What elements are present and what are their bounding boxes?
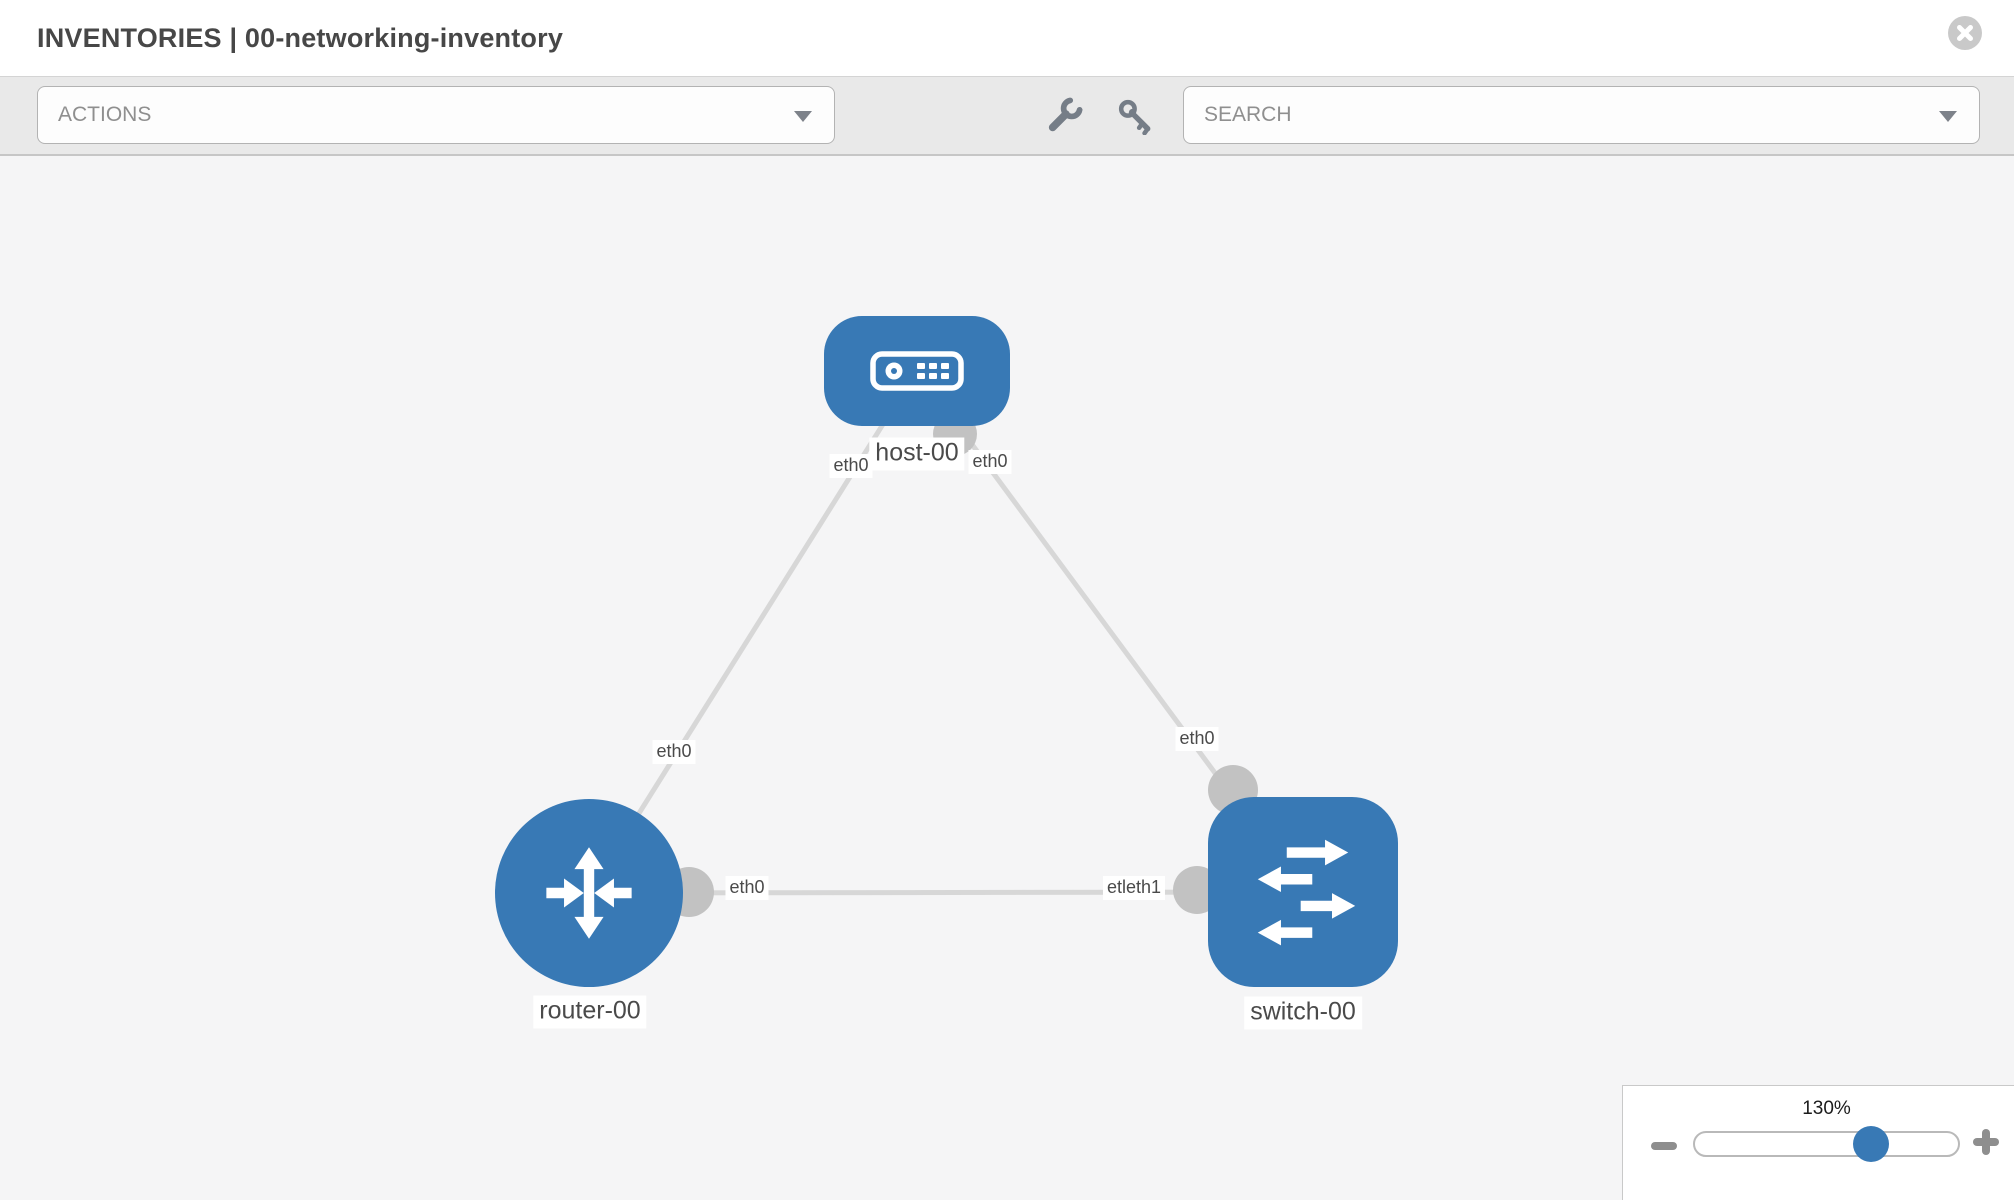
zoom-in-button[interactable] bbox=[1973, 1129, 1999, 1160]
chevron-down-icon bbox=[1939, 111, 1957, 122]
toolbar: ACTIONS SEARCH bbox=[0, 76, 2014, 156]
node-router-00[interactable] bbox=[495, 799, 683, 987]
router-icon bbox=[546, 847, 632, 939]
topology-links-layer bbox=[586, 368, 1306, 917]
minus-icon bbox=[1651, 1142, 1677, 1150]
page-title: INVENTORIES | 00-networking-inventory bbox=[37, 23, 564, 53]
node-host-00[interactable] bbox=[824, 316, 1010, 426]
zoom-panel: 130% bbox=[1622, 1085, 2014, 1200]
search-dropdown[interactable]: SEARCH bbox=[1183, 86, 1980, 144]
node-label-router-00: router-00 bbox=[533, 995, 647, 1029]
chevron-down-icon bbox=[794, 111, 812, 122]
zoom-out-button[interactable] bbox=[1651, 1137, 1677, 1155]
wrench-icon bbox=[1048, 97, 1083, 132]
zoom-slider-thumb[interactable] bbox=[1853, 1126, 1889, 1162]
port-label-switch-eth1: etleth1 bbox=[1102, 876, 1166, 900]
search-dropdown-label: SEARCH bbox=[1204, 103, 1292, 126]
port-label-router-eth0-uplink: eth0 bbox=[652, 740, 696, 764]
zoom-slider[interactable] bbox=[1693, 1126, 1960, 1162]
port-label-host-eth0-right: eth0 bbox=[968, 450, 1012, 474]
node-label-host-00: host-00 bbox=[869, 437, 965, 471]
node-label-switch-00: switch-00 bbox=[1244, 996, 1362, 1030]
link-router-switch bbox=[588, 889, 1304, 896]
port-label-host-eth0-left: eth0 bbox=[829, 454, 873, 478]
actions-dropdown-label: ACTIONS bbox=[58, 103, 152, 126]
host-icon bbox=[870, 351, 964, 391]
zoom-level-value: 130% bbox=[1802, 1098, 1851, 1119]
key-management-button[interactable] bbox=[1046, 97, 1084, 140]
actions-dropdown[interactable]: ACTIONS bbox=[37, 86, 835, 144]
title-bar: INVENTORIES | 00-networking-inventory bbox=[0, 0, 2014, 76]
credentials-button[interactable] bbox=[1118, 99, 1154, 140]
topology-canvas[interactable]: host-00 router-00 switch-00 eth0 eth0 et… bbox=[0, 156, 2014, 1200]
close-icon bbox=[1957, 25, 1973, 41]
plus-icon bbox=[1973, 1129, 1999, 1155]
node-switch-00[interactable] bbox=[1208, 797, 1398, 987]
switch-icon bbox=[1257, 839, 1356, 946]
key-icon bbox=[1118, 99, 1151, 136]
port-label-switch-eth0-uplink: eth0 bbox=[1175, 727, 1219, 751]
port-label-router-eth0: eth0 bbox=[725, 876, 769, 900]
close-button[interactable] bbox=[1948, 16, 1982, 50]
